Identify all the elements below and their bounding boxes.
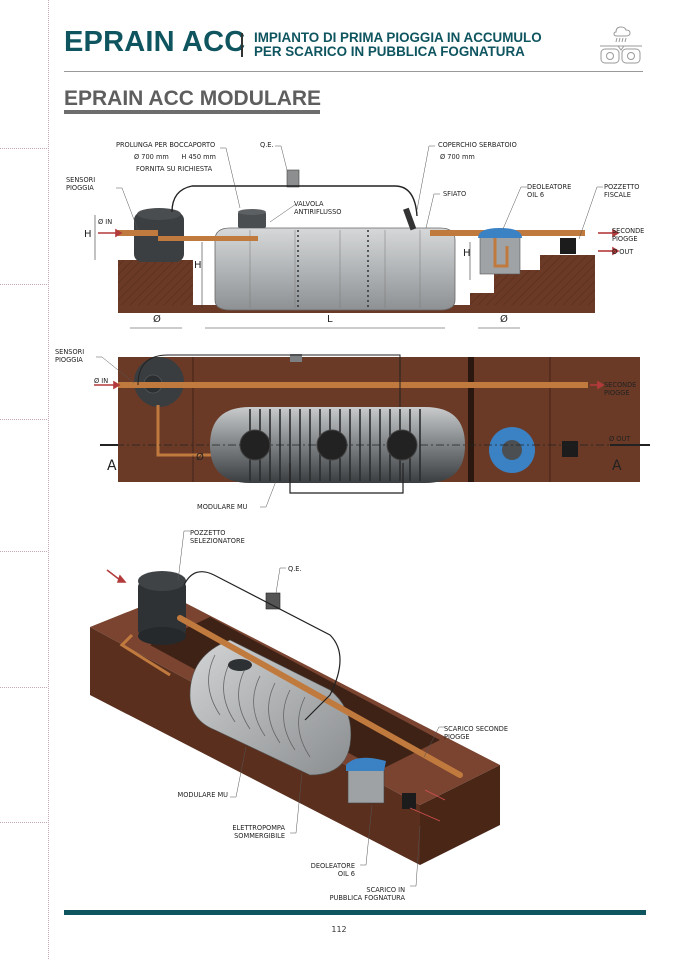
label-diam-right: Ø bbox=[500, 314, 508, 325]
subtitle-line-2: PER SCARICO IN PUBBLICA FOGNATURA bbox=[254, 44, 525, 59]
label-h-deoleator: H bbox=[463, 248, 471, 259]
label-prolunga: PROLUNGA PER BOCCAPORTO bbox=[116, 141, 216, 149]
product-title: EPRAIN ACC bbox=[64, 26, 246, 58]
margin-tick bbox=[0, 419, 47, 420]
soil-section bbox=[118, 255, 595, 313]
iso-label-scarico-seconde-1: SCARICO SECONDE bbox=[444, 725, 509, 733]
margin-rule bbox=[48, 0, 49, 959]
label-valvola-2: ANTIRIFLUSSO bbox=[294, 208, 342, 216]
iso-selector-tank bbox=[138, 581, 186, 636]
label-deoleatore-1: DEOLEATORE bbox=[527, 183, 572, 191]
iso-storage-tank bbox=[189, 639, 352, 776]
label-pozzetto-2: FISCALE bbox=[604, 191, 631, 199]
label-prolunga-note: FORNITA SU RICHIESTA bbox=[136, 165, 213, 173]
label-out: Ø OUT bbox=[612, 248, 634, 256]
fiscal-well bbox=[560, 238, 576, 254]
label-coperchio: COPERCHIO SERBATOIO bbox=[438, 141, 517, 149]
footer-bar bbox=[64, 910, 646, 915]
isometric-drawing bbox=[90, 530, 500, 887]
label-h-tank: H bbox=[194, 260, 202, 271]
label-seconde-2: PIOGGE bbox=[612, 235, 638, 243]
label-qe: Q.E. bbox=[260, 141, 274, 149]
iso-label-deoleatore-2: OIL 6 bbox=[337, 870, 355, 878]
header-divider bbox=[64, 71, 643, 72]
iso-electric-panel bbox=[265, 592, 281, 610]
plan-label-diam: Ø bbox=[196, 452, 204, 463]
label-sfiato: SFIATO bbox=[443, 190, 467, 198]
electric-panel bbox=[286, 169, 300, 188]
iso-label-pozzetto-1: POZZETTO bbox=[190, 529, 226, 537]
label-prolunga-dims: Ø 700 mm H 450 mm bbox=[134, 153, 216, 161]
section-title-underline bbox=[64, 110, 320, 114]
iso-label-scarico-fogna-2: PUBBLICA FOGNATURA bbox=[329, 894, 405, 902]
plan-label-sensori-1: SENSORI bbox=[55, 348, 85, 356]
iso-label-scarico-fogna-1: SCARICO IN bbox=[366, 886, 405, 894]
label-h-inlet: H bbox=[84, 229, 92, 240]
plan-label-section-a-right: A bbox=[612, 458, 622, 474]
iso-label-scarico-seconde-2: PIOGGE bbox=[444, 733, 470, 741]
label-length: L bbox=[327, 314, 333, 325]
plan-label-seconde-2: PIOGGE bbox=[604, 389, 630, 397]
rain-tanks-recycle-icon bbox=[600, 26, 642, 64]
plan-drawing bbox=[94, 354, 650, 508]
label-in: Ø IN bbox=[98, 218, 113, 226]
subtitle-line-1: IMPIANTO DI PRIMA PIOGGIA IN ACCUMULO bbox=[254, 30, 542, 45]
inlet-pipe bbox=[118, 230, 158, 236]
margin-tick bbox=[0, 284, 47, 285]
iso-fiscal-well bbox=[402, 793, 416, 809]
elevation-drawing bbox=[94, 145, 620, 329]
margin-tick bbox=[0, 822, 47, 823]
iso-overflow-pipe bbox=[177, 615, 463, 778]
plan-label-seconde-1: SECONDE bbox=[604, 381, 637, 389]
plan-label-modulare: MODULARE MU bbox=[197, 503, 248, 511]
label-pozzetto-1: POZZETTO bbox=[604, 183, 640, 191]
deoleator-tank bbox=[479, 235, 521, 275]
iso-label-modulare: MODULARE MU bbox=[177, 791, 228, 799]
title-separator bbox=[241, 33, 243, 57]
plan-overflow-pipe bbox=[118, 382, 588, 388]
label-seconde-1: SECONDE bbox=[612, 227, 645, 235]
page-number: 112 bbox=[331, 925, 347, 934]
iso-label-elettropompa-2: SOMMERGIBILE bbox=[234, 832, 285, 840]
plan-label-out: Ø OUT bbox=[609, 435, 631, 443]
label-sensori-2: PIOGGIA bbox=[66, 184, 94, 192]
label-coperchio-dims: Ø 700 mm bbox=[440, 153, 475, 161]
iso-label-pozzetto-2: SELEZIONATORE bbox=[190, 537, 245, 545]
storage-tank bbox=[214, 227, 456, 311]
product-subtitle: IMPIANTO DI PRIMA PIOGGIA IN ACCUMULO PE… bbox=[254, 31, 542, 59]
label-diam-left: Ø bbox=[153, 314, 161, 325]
margin-tick bbox=[0, 148, 47, 149]
iso-label-elettropompa-1: ELETTROPOMPA bbox=[232, 824, 285, 832]
iso-label-qe: Q.E. bbox=[288, 565, 302, 573]
label-valvola-1: VALVOLA bbox=[294, 200, 324, 208]
plan-label-sensori-2: PIOGGIA bbox=[55, 356, 83, 364]
iso-label-deoleatore-1: DEOLEATORE bbox=[310, 862, 355, 870]
label-deoleatore-2: OIL 6 bbox=[527, 191, 545, 199]
plan-label-in: Ø IN bbox=[94, 377, 109, 385]
margin-tick bbox=[0, 551, 47, 552]
label-sensori-1: SENSORI bbox=[66, 176, 96, 184]
plan-label-section-a-left: A bbox=[107, 458, 117, 474]
manhole-extension bbox=[238, 212, 266, 228]
plan-fiscal-well bbox=[562, 441, 578, 457]
iso-soil-side bbox=[420, 765, 500, 865]
section-title: EPRAIN ACC MODULARE bbox=[64, 87, 322, 110]
margin-tick bbox=[0, 687, 47, 688]
